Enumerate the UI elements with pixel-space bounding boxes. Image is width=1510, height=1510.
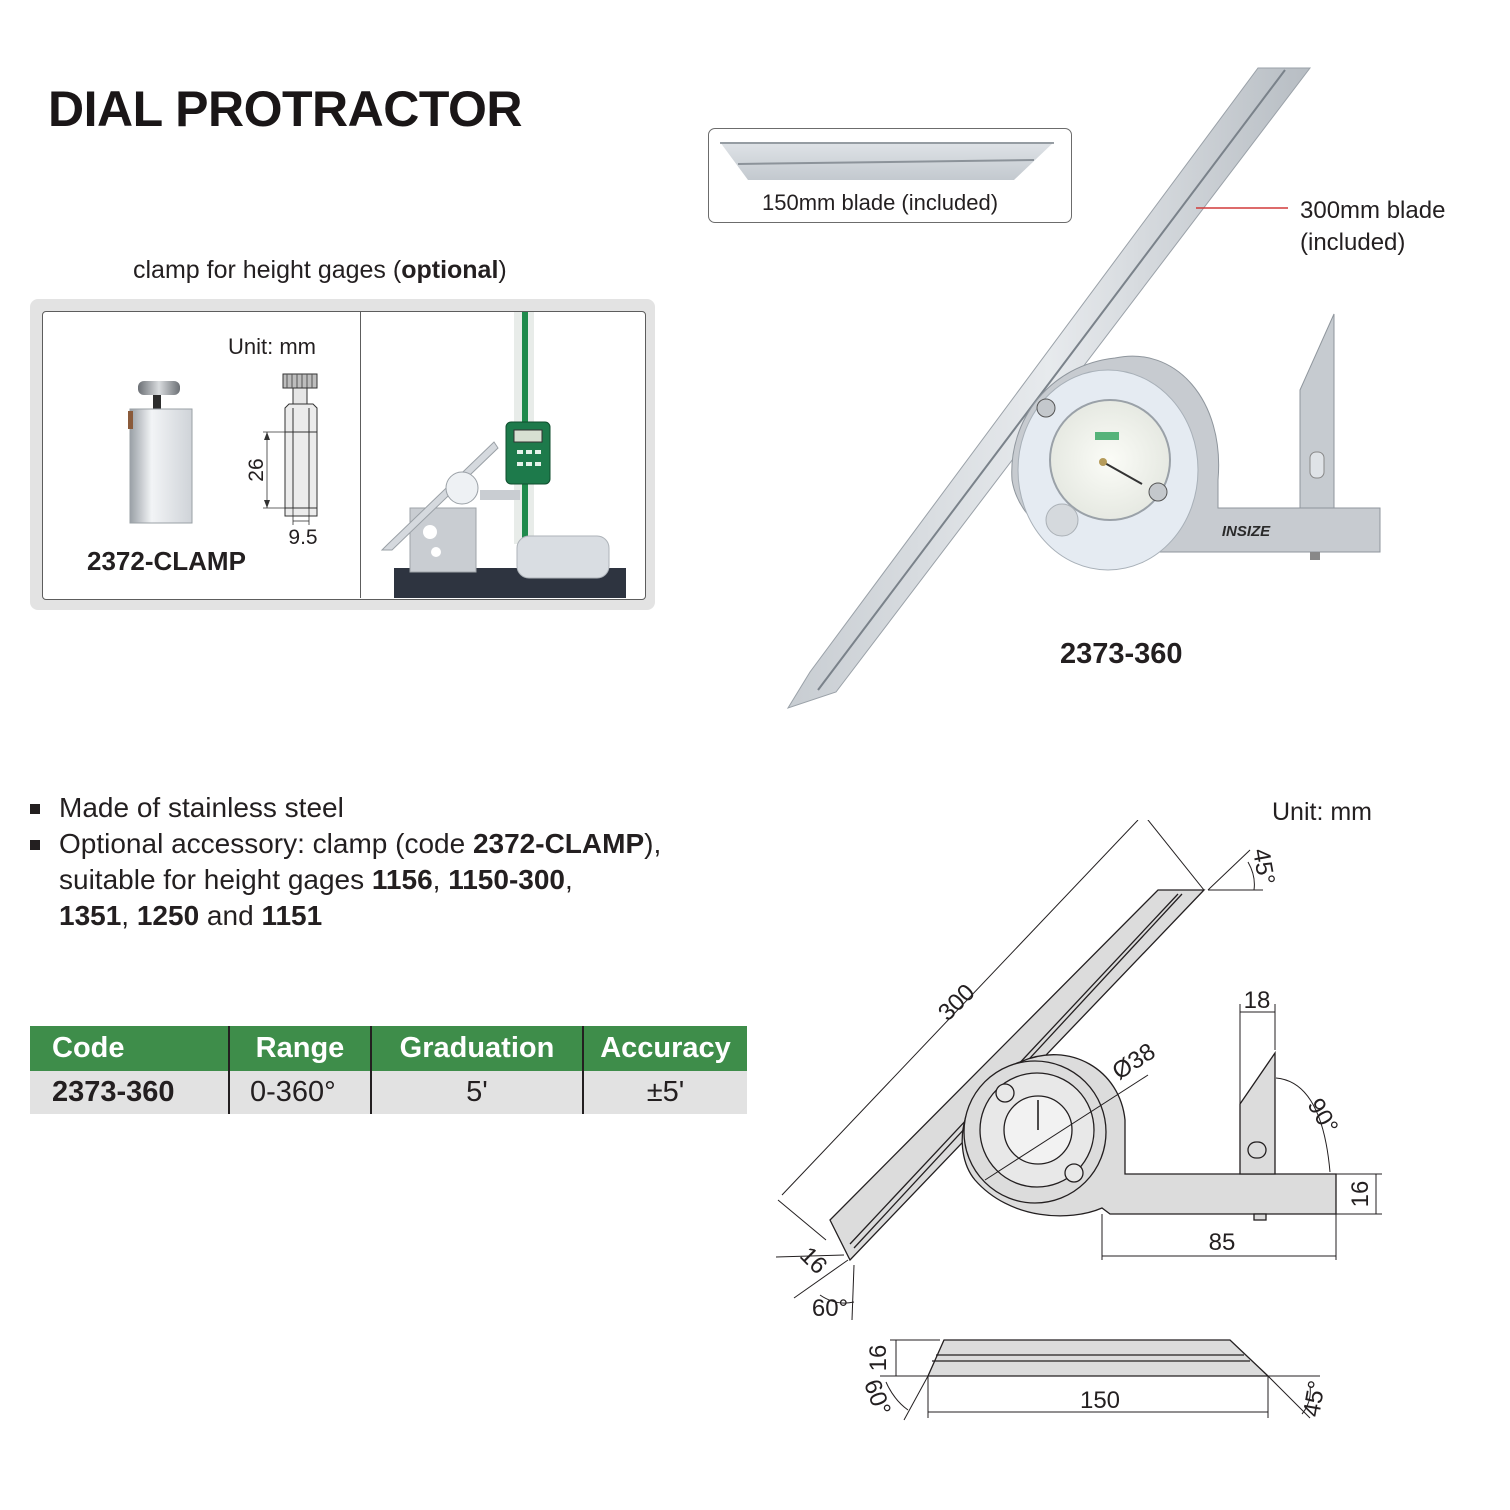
clamp-unit-label: Unit: mm: [228, 334, 316, 359]
cell-range: 0-360°: [228, 1071, 371, 1114]
feature-list: Made of stainless steel Optional accesso…: [30, 790, 770, 934]
blade-150-label: 150mm blade (included): [762, 190, 999, 215]
dim-square-angle: 90°: [1302, 1094, 1344, 1139]
clamp-dim-height: 26: [245, 458, 268, 481]
dim-short-blade-right-angle: 45°: [1298, 1378, 1331, 1418]
clamp-caption-suffix: ): [498, 256, 507, 284]
technical-drawing: 300 45° Ø38 16 60° 18 90° 16 85 150 16 6…: [775, 820, 1382, 1421]
dim-square-width: 18: [1244, 987, 1271, 1014]
col-range: Range: [228, 1026, 371, 1071]
blade-300-label: 300mm blade (included): [1300, 195, 1445, 259]
dim-base-length: 85: [1209, 1229, 1236, 1256]
feature-text: ,: [432, 864, 449, 895]
dim-blade-tip-angle: 45°: [1247, 846, 1280, 886]
feature-gage-code: 1151: [261, 900, 323, 931]
clamp-drawing: 26 9.5: [245, 373, 318, 549]
table-row: 2373-360 0-360° 5' ±5': [30, 1071, 747, 1114]
cell-code: 2373-360: [30, 1071, 229, 1114]
blade-150-photo: [720, 142, 1054, 180]
feature-item: Made of stainless steel: [30, 790, 770, 826]
spec-table: Code Range Graduation Accuracy 2373-360 …: [30, 1026, 747, 1114]
feature-gage-code: 1150-300: [448, 864, 565, 895]
feature-gage-code: 1351: [59, 900, 122, 931]
feature-text: and: [199, 900, 262, 931]
col-code: Code: [30, 1026, 229, 1071]
feature-text: ,: [121, 900, 137, 931]
feature-text: ),: [644, 828, 662, 859]
feature-text: ,: [565, 864, 573, 895]
clamp-code: 2372-CLAMP: [87, 546, 246, 576]
drawing-unit-label: Unit: mm: [1272, 798, 1372, 826]
feature-clamp-code: 2372-CLAMP: [472, 828, 645, 859]
feature-text: suitable for height gages: [59, 864, 372, 895]
height-gage-photo: [380, 312, 626, 598]
blade-300-label-line2: (included): [1300, 229, 1406, 256]
dim-dial-diameter: Ø38: [1108, 1038, 1161, 1085]
dim-blade-length: 300: [933, 979, 980, 1026]
blade-300-label-line1: 300mm blade: [1300, 197, 1446, 224]
feature-text: Made of stainless steel: [59, 792, 344, 823]
cell-accuracy: ±5': [582, 1071, 747, 1114]
feature-gage-code: 1250: [136, 900, 200, 931]
clamp-photo: [128, 381, 193, 524]
dim-blade-end-angle: 60°: [812, 1295, 848, 1322]
page-title: DIAL PROTRACTOR: [48, 81, 523, 137]
clamp-caption-optional: optional: [401, 256, 499, 284]
dim-short-blade-width: 16: [865, 1345, 892, 1372]
feature-gage-code: 1156: [371, 864, 433, 895]
col-accuracy: Accuracy: [582, 1026, 747, 1071]
col-graduation: Graduation: [370, 1026, 583, 1071]
dim-short-blade-length: 150: [1080, 1387, 1120, 1414]
brand-logo: INSIZE: [1222, 523, 1271, 540]
dim-blade-width: 16: [794, 1242, 832, 1280]
feature-item: Optional accessory: clamp (code 2372-CLA…: [30, 826, 770, 934]
product-code: 2373-360: [1060, 638, 1183, 670]
clamp-caption: clamp for height gages (optional): [133, 256, 507, 285]
bullet-square-icon: [30, 840, 40, 850]
cell-graduation: 5': [370, 1071, 583, 1114]
spec-table-header: Code Range Graduation Accuracy: [30, 1026, 747, 1071]
bullet-square-icon: [30, 804, 40, 814]
clamp-dim-width: 9.5: [288, 526, 317, 549]
dim-short-blade-left-angle: 60°: [858, 1376, 896, 1419]
feature-text: Optional accessory: clamp (code: [59, 828, 473, 859]
dial-protractor-photo: INSIZE: [786, 67, 1381, 709]
dim-base-height: 16: [1347, 1181, 1374, 1208]
clamp-panel-divider: [360, 312, 361, 598]
clamp-caption-prefix: clamp for height gages (: [133, 256, 402, 284]
